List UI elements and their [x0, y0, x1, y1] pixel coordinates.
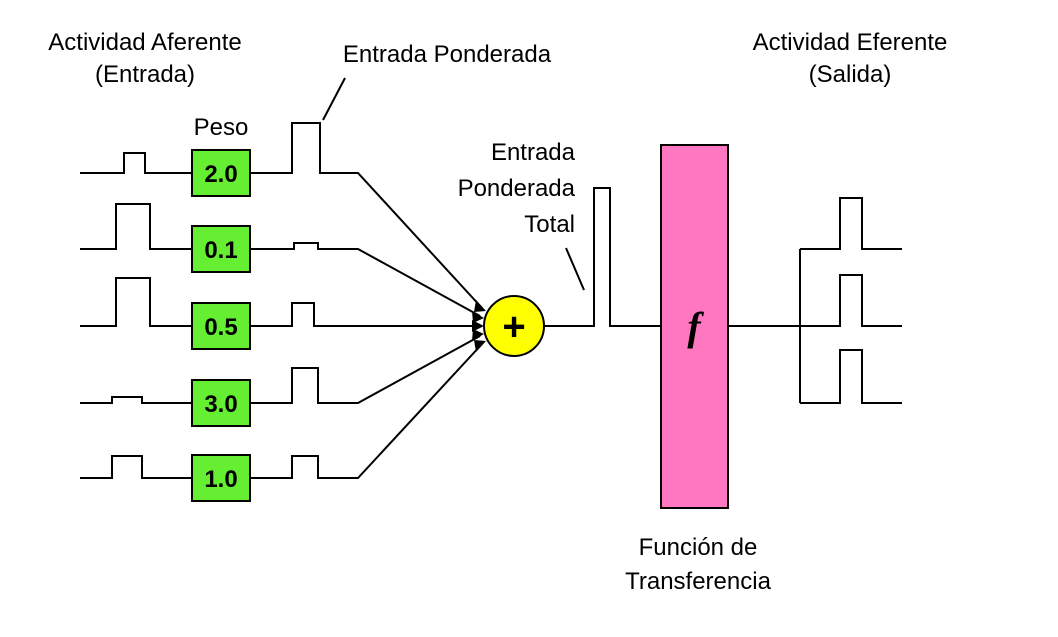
- function-f-icon: f: [687, 304, 704, 349]
- input-activity-label-line1: Actividad Aferente: [48, 29, 241, 56]
- output-pulse-2: [800, 274, 902, 327]
- transfer-label-line2: Transferencia: [625, 568, 771, 595]
- arrowheads: [472, 300, 486, 352]
- weight-value-4: 3.0: [204, 391, 237, 418]
- arrowhead-4: [472, 329, 484, 341]
- weight-value-5: 1.0: [204, 466, 237, 493]
- input-row-2: 0.1: [80, 203, 481, 317]
- input-row-3: 0.5: [80, 277, 478, 350]
- sum-node: +: [483, 295, 545, 357]
- input-pulse-5: [80, 455, 192, 479]
- weight-value-2: 0.1: [204, 237, 237, 264]
- output-pulse-3: [800, 349, 902, 404]
- weight-value-3: 0.5: [204, 314, 237, 341]
- weighted-line-2: [250, 242, 481, 317]
- input-pulse-4: [80, 396, 192, 404]
- total-input-label-line1: Entrada: [491, 139, 576, 166]
- total-input-label-line2: Ponderada: [458, 175, 576, 202]
- transfer-function: f: [660, 144, 729, 509]
- weight-box-1: [191, 149, 251, 197]
- total-input-label-line3: Total: [524, 211, 575, 238]
- input-activity-label-line2: (Entrada): [95, 61, 195, 88]
- arrowhead-5: [474, 340, 486, 352]
- weighted-input-pointer: [322, 77, 346, 121]
- arrowhead-2: [472, 311, 484, 323]
- input-row-1: 2.0: [80, 122, 483, 309]
- weighted-input-label: Entrada Ponderada: [343, 41, 552, 68]
- sum-symbol: +: [502, 305, 525, 349]
- output-activity-label-line2: (Salida): [809, 61, 892, 88]
- input-pulse-1: [80, 152, 192, 174]
- weighted-line-3: [250, 302, 478, 327]
- total-weighted-pulse: [544, 187, 661, 327]
- arrowhead-3: [472, 320, 484, 332]
- transfer-label-line1: Función de: [639, 534, 758, 561]
- weight-box-2: [191, 225, 251, 273]
- weighted-line-4: [250, 335, 481, 404]
- output-activity-label-line1: Actividad Eferente: [753, 29, 948, 56]
- output-branches: [728, 197, 902, 404]
- weight-value-1: 2.0: [204, 161, 237, 188]
- input-pulse-3: [80, 277, 192, 327]
- input-pulse-2: [80, 203, 192, 250]
- output-pulse-1: [800, 197, 902, 250]
- weight-box-3: [191, 302, 251, 350]
- weighted-line-5: [250, 343, 483, 479]
- weight-label: Peso: [194, 114, 249, 141]
- arrowhead-1: [474, 300, 486, 312]
- input-row-5: 1.0: [80, 343, 483, 502]
- weighted-line-1: [250, 122, 483, 309]
- input-row-4: 3.0: [80, 335, 481, 427]
- total-input-pointer: [565, 247, 585, 291]
